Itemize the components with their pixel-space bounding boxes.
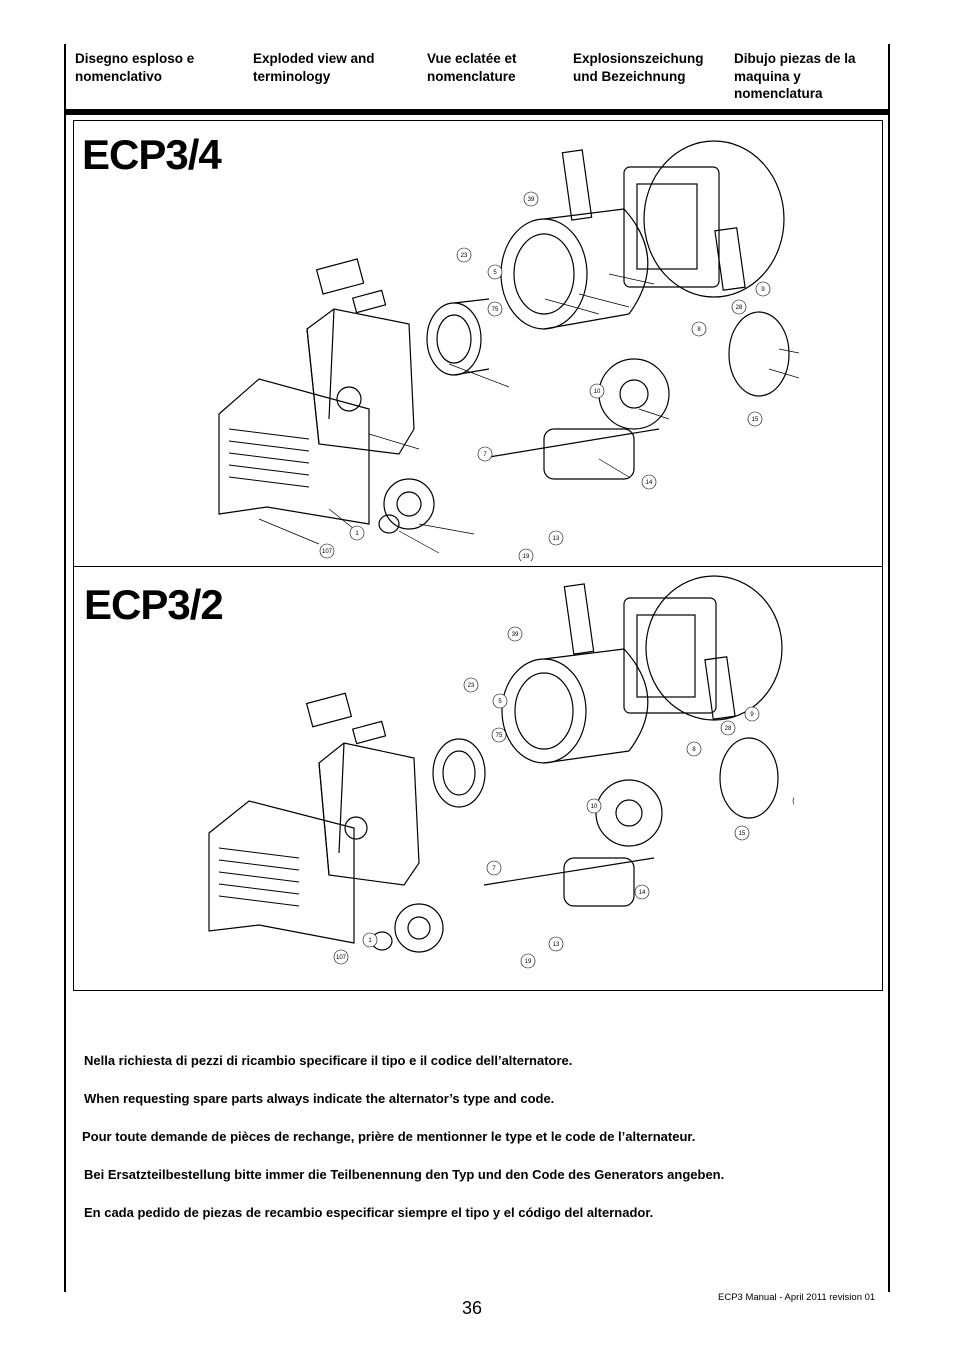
part-label: 19 [525, 959, 532, 965]
part-label: 15 [752, 417, 759, 423]
part-label: 28 [725, 726, 732, 732]
panel-title: ECP3/2 [84, 581, 224, 628]
part-label: 75 [492, 307, 499, 313]
part-label: 23 [461, 253, 468, 259]
part-label: 9 [761, 287, 765, 293]
header-italian: Disegno esploso e nomenclativo [75, 51, 195, 84]
panel-ecp3-4: ECP3/4 [73, 120, 883, 567]
part-label: 8 [697, 327, 701, 333]
header-spanish: Dibujo piezas de la maquina y nomenclatu… [734, 51, 856, 101]
part-label: 5 [498, 699, 502, 705]
note-english: When requesting spare parts always indic… [84, 1091, 555, 1106]
header-french: Vue eclatée et nomenclature [427, 51, 517, 84]
note-french: Pour toute demande de pièces de rechange… [82, 1129, 696, 1144]
part-label: 13 [553, 942, 560, 948]
exploded-view-diagram: 39 23 5 75 28 9 8 99 60 10 7 15 14 1 13 … [208, 575, 794, 969]
page-number: 36 [462, 1298, 483, 1318]
header-divider [65, 109, 889, 115]
part-label: 8 [692, 747, 696, 753]
part-label: 10 [594, 389, 601, 395]
exploded-view-diagram: 39 23 5 75 28 9 8 99 60 10 7 15 14 1 13 … [218, 140, 799, 561]
part-label: 28 [736, 305, 743, 311]
part-label: 39 [512, 632, 519, 638]
panel-title: ECP3/4 [82, 131, 222, 178]
part-label: 39 [528, 197, 535, 203]
part-label: 107 [336, 955, 347, 961]
part-label: 13 [553, 536, 560, 542]
part-label: 15 [739, 831, 746, 837]
note-spanish: En cada pedido de piezas de recambio esp… [84, 1205, 654, 1220]
part-label: 107 [322, 549, 333, 555]
footer-manual-revision: ECP3 Manual - April 2011 revision 01 [718, 1292, 876, 1303]
part-label: 75 [496, 733, 503, 739]
header-german: Explosionszeichung und Bezeichnung [573, 51, 704, 84]
part-label: 19 [523, 554, 530, 560]
note-italian: Nella richiesta di pezzi di ricambio spe… [84, 1053, 573, 1068]
part-label: 5 [493, 270, 497, 276]
part-label: 9 [750, 712, 754, 718]
part-label: 23 [468, 683, 475, 689]
left-margin-line [64, 44, 66, 1292]
right-margin-line [888, 44, 890, 1292]
part-label: 1 [368, 938, 372, 944]
part-label: 14 [639, 890, 646, 896]
part-label: 7 [483, 452, 487, 458]
part-label: 10 [591, 804, 598, 810]
header-english: Exploded view and terminology [253, 51, 375, 84]
part-label: 1 [355, 531, 359, 537]
part-label: 14 [646, 480, 653, 486]
panel-ecp3-2: ECP3/2 [73, 566, 883, 991]
part-label: 7 [492, 866, 496, 872]
note-german: Bei Ersatzteilbestellung bitte immer die… [84, 1167, 725, 1182]
